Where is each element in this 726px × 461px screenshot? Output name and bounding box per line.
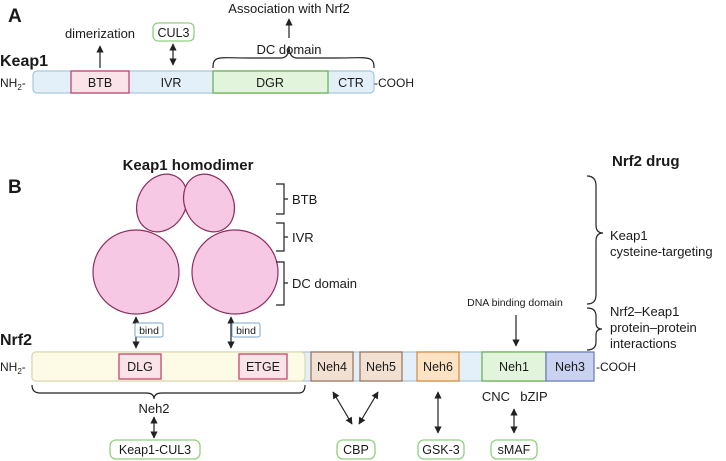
keap1-dgr-domain (212, 70, 329, 94)
neh2-brace-icon (31, 384, 306, 400)
gsk3-partner-box (417, 439, 465, 460)
nrf2-n-terminus: NH2- (0, 360, 26, 376)
drug-ppi-line3: interactions (610, 336, 677, 351)
nrf2-dlg-motif (118, 353, 162, 380)
nrf2-neh6-label: Neh6 (423, 360, 453, 374)
dlg-bind-label: bind (139, 325, 159, 337)
keap1-cul3-partner-box (109, 439, 201, 460)
drug-ppi-line1: Nrf2–Keap1 (610, 304, 679, 319)
cnc-label: CNC (482, 389, 510, 404)
nrf2-dlg-label: DLG (127, 360, 153, 374)
drug-cysteine-line2: cysteine-targeting (610, 244, 713, 259)
keap1-ctr-label: CTR (338, 76, 364, 90)
panel-b-letter: B (8, 177, 22, 198)
homodimer-btb-bracket (276, 183, 288, 215)
nrf2-neh5-label: Neh5 (366, 360, 396, 374)
cul3-box (152, 22, 195, 42)
homodimer-title: Keap1 homodimer (123, 157, 254, 174)
keap1-protein-label: Keap1 (0, 53, 48, 70)
nrf2-neh4-domain (310, 351, 354, 382)
dc-domain-label: DC domain (256, 42, 321, 57)
homodimer-ivr-label: IVR (292, 230, 314, 245)
nrf2-neh2-region (31, 351, 306, 382)
etge-bind-box (231, 322, 261, 338)
nrf2-protein-label: Nrf2 (0, 332, 32, 349)
cbp-partner-box (336, 439, 376, 460)
homodimer-dc-lobe-right (191, 229, 279, 315)
cul3-label: CUL3 (158, 26, 190, 40)
keap1-dgr-label: DGR (256, 76, 284, 90)
neh5-cbp-double-arrow-icon (358, 391, 379, 425)
neh4-cbp-double-arrow-icon (332, 391, 353, 425)
nrf2-neh6-domain (416, 351, 460, 382)
homodimer-ivr-bracket (276, 222, 288, 252)
smaf-partner-box (490, 439, 538, 460)
nrf2-neh3-domain (545, 351, 595, 382)
gsk3-partner-label: GSK-3 (422, 443, 460, 457)
homodimer-btb-label: BTB (292, 192, 317, 207)
homodimer-dc-bracket (276, 261, 288, 306)
smaf-partner-label: sMAF (498, 443, 531, 457)
drug-cysteine-brace-icon (586, 175, 604, 305)
keap1-btb-domain (70, 70, 130, 94)
dlg-bind-box (134, 322, 164, 338)
bzip-label: bZIP (520, 389, 547, 404)
keap1-btb-label: BTB (88, 76, 112, 90)
dna-binding-label: DNA binding domain (467, 297, 563, 309)
homodimer-btb-lobe-right (182, 173, 236, 233)
nrf2-drug-title: Nrf2 drug (612, 153, 680, 170)
drug-cysteine-line1: Keap1 (610, 228, 648, 243)
homodimer-dc-label: DC domain (292, 276, 357, 291)
nrf2-neh4-label: Neh4 (317, 360, 347, 374)
nrf2-etge-label: ETGE (246, 360, 280, 374)
keap1-ivr-label: IVR (161, 76, 182, 90)
drug-ppi-line2: protein–protein (610, 320, 697, 335)
nrf2-neh5-domain (359, 351, 403, 382)
nrf2-neh3-label: Neh3 (555, 360, 585, 374)
panel-a-letter: A (8, 6, 22, 27)
dimerization-label: dimerization (65, 26, 135, 41)
nrf2-c-terminus: -COOH (596, 360, 636, 374)
homodimer-btb-lobe-left (135, 173, 189, 233)
keap1-c-terminus: -COOH (374, 76, 414, 90)
keap1-n-terminus: NH2- (0, 76, 26, 92)
cbp-partner-label: CBP (343, 443, 369, 457)
nrf2-etge-motif (238, 353, 288, 380)
etge-bind-label: bind (236, 325, 256, 337)
homodimer-dc-lobe-left (92, 229, 180, 315)
dc-domain-brace-icon (212, 45, 375, 69)
neh2-label: Neh2 (138, 401, 169, 416)
keap1-cul3-partner-label: Keap1-CUL3 (119, 443, 191, 457)
nrf2-neh1-label: Neh1 (499, 360, 529, 374)
drug-ppi-brace-icon (586, 307, 603, 351)
association-label: Association with Nrf2 (228, 1, 349, 16)
